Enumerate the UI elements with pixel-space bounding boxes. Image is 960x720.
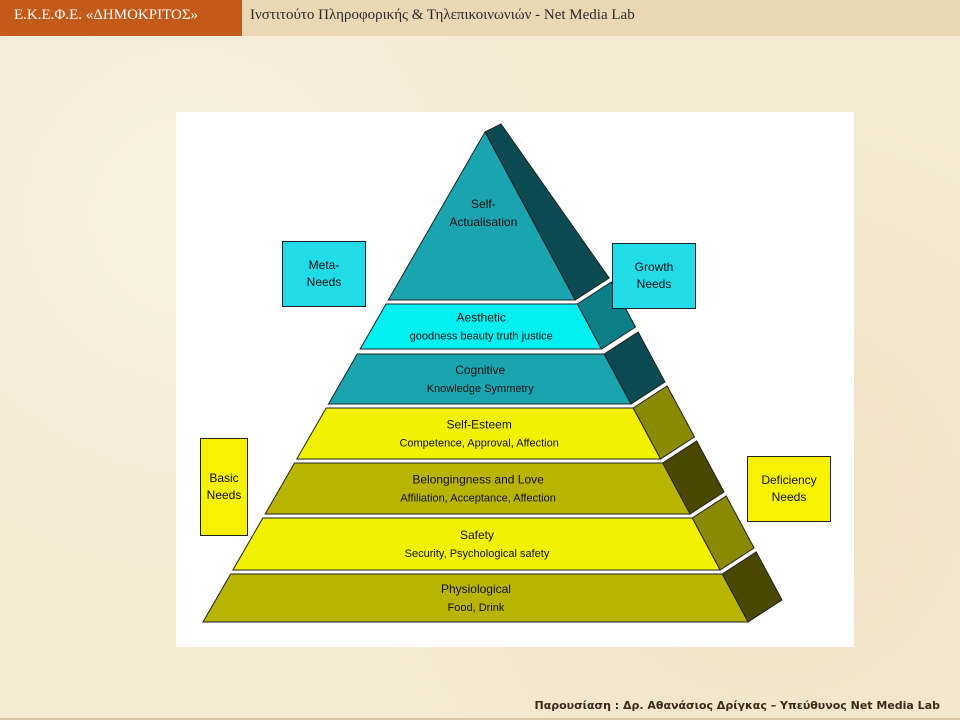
deficiency-needs-line-2: Needs bbox=[771, 490, 807, 504]
pyramid-level-title: Safety bbox=[460, 528, 494, 542]
pyramid-level-title: Aesthetic bbox=[457, 311, 506, 325]
pyramid-level-title: Physiological bbox=[441, 582, 511, 596]
pyramid-level-title: Self-Esteem bbox=[446, 418, 511, 432]
growth-needs-box: Growth Needs bbox=[612, 243, 696, 309]
presenter-credit: Παρουσίαση : Δρ. Αθανάσιος Δρίγκας – Υπε… bbox=[534, 699, 940, 712]
pyramid-level-subtitle: Knowledge Symmetry bbox=[427, 383, 534, 395]
meta-needs-box: Meta- Needs bbox=[282, 241, 366, 307]
footer-divider bbox=[0, 718, 960, 720]
basic-needs-line-2: Needs bbox=[206, 488, 242, 502]
basic-needs-line-1: Basic bbox=[209, 471, 239, 485]
deficiency-needs-box: Deficiency Needs bbox=[747, 456, 831, 522]
pyramid-level-aesthetic: Aesthetic goodness beauty truth justice bbox=[359, 281, 637, 350]
basic-needs-box: Basic Needs bbox=[200, 438, 248, 536]
deficiency-needs-line-1: Deficiency bbox=[761, 473, 817, 487]
pyramid-front-face bbox=[232, 517, 721, 571]
pyramid-front-face bbox=[264, 462, 691, 515]
pyramid-level-title: Belongingness and Love bbox=[412, 473, 544, 487]
pyramid-front-face bbox=[387, 130, 577, 301]
pyramid-level-subtitle: Competence, Approval, Affection bbox=[399, 438, 558, 450]
pyramid-level-self-actualisation: Self- Actualisation bbox=[387, 123, 610, 301]
pyramid-level-title: Actualisation bbox=[449, 215, 517, 229]
growth-needs-line-1: Growth bbox=[634, 260, 674, 274]
pyramid-level-subtitle: goodness beauty truth justice bbox=[410, 331, 553, 343]
pyramid-front-face bbox=[359, 303, 603, 350]
meta-needs-line-2: Needs bbox=[306, 275, 342, 289]
title-bar: Ε.Κ.Ε.Φ.Ε. «ΔΗΜΟΚΡΙΤΟΣ» Ινστιτούτο Πληρο… bbox=[0, 0, 960, 36]
pyramid-front-face bbox=[202, 573, 749, 623]
meta-needs-line-1: Meta- bbox=[308, 258, 340, 272]
org-name: Ε.Κ.Ε.Φ.Ε. «ΔΗΜΟΚΡΙΤΟΣ» bbox=[0, 0, 242, 36]
pyramid-level-subtitle: Food, Drink bbox=[448, 602, 505, 614]
pyramid-level-title: Self- bbox=[471, 197, 496, 211]
growth-needs-line-2: Needs bbox=[636, 277, 672, 291]
pyramid-front-face bbox=[327, 353, 632, 405]
pyramid-level-subtitle: Affiliation, Acceptance, Affection bbox=[400, 493, 556, 505]
institute-name: Ινστιτούτο Πληροφορικής & Τηλεπικοινωνιώ… bbox=[250, 7, 635, 23]
pyramid-level-title: Cognitive bbox=[455, 363, 505, 377]
pyramid-front-face bbox=[295, 407, 662, 460]
pyramid-level-subtitle: Security, Psychological safety bbox=[405, 548, 550, 560]
